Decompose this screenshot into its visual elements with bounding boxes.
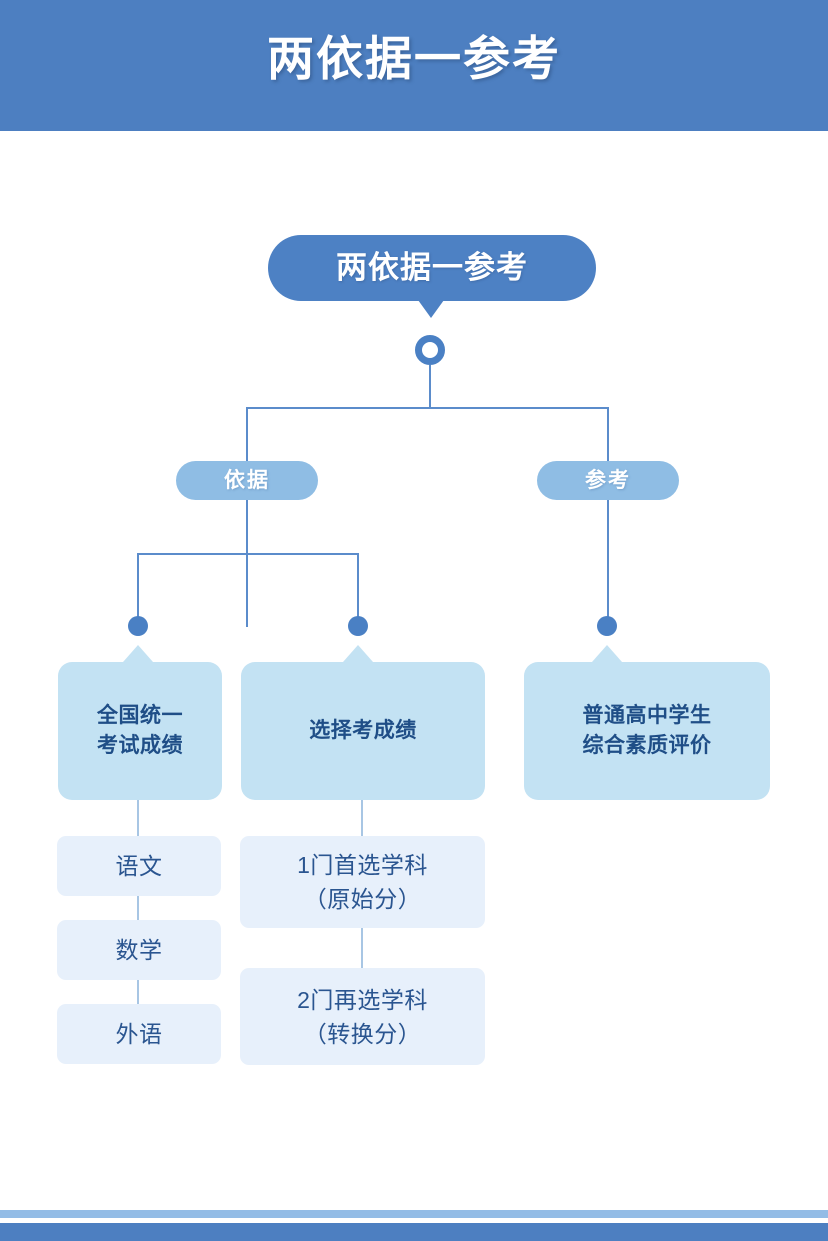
branch-node-basis-label: 依据 (224, 469, 270, 492)
connector-root-stem (429, 365, 431, 409)
card-elective-exam-label: 选择考成绩 (309, 719, 417, 742)
root-node[interactable]: 两依据一参考 (268, 235, 596, 301)
connector-level2-bar (137, 553, 359, 555)
card1-notch-icon (123, 645, 153, 662)
connector-dot-card1-icon (128, 616, 148, 636)
card-quality-evaluation[interactable]: 普通高中学生 综合素质评价 (524, 662, 770, 800)
sub-item-foreign-language[interactable]: 外语 (57, 1004, 221, 1064)
card-national-exam-label: 全国统一 考试成绩 (97, 704, 183, 757)
sub-item-secondary-subject-label: 2门再选学科 （转换分） (297, 986, 428, 1047)
card-national-exam[interactable]: 全国统一 考试成绩 (58, 662, 222, 800)
footer-bar-light (0, 1210, 828, 1218)
connector-dot-card3-icon (597, 616, 617, 636)
branch-node-reference[interactable]: 参考 (537, 461, 679, 500)
sub-item-math[interactable]: 数学 (57, 920, 221, 980)
sub-item-chinese-label: 语文 (115, 853, 163, 879)
root-node-label: 两依据一参考 (336, 250, 528, 285)
connector-level2-right (357, 553, 359, 633)
root-node-tail-icon (418, 300, 444, 318)
connector-sub-left-1 (137, 800, 139, 838)
connector-level1-right (607, 407, 609, 627)
card-quality-evaluation-label: 普通高中学生 综合素质评价 (582, 704, 712, 757)
branch-node-reference-label: 参考 (585, 469, 631, 492)
branch-node-basis[interactable]: 依据 (176, 461, 318, 500)
sub-item-secondary-subject[interactable]: 2门再选学科 （转换分） (240, 968, 485, 1065)
sub-item-primary-subject[interactable]: 1门首选学科 （原始分） (240, 836, 485, 928)
header-band (0, 0, 828, 131)
connector-level1-left (246, 407, 248, 627)
sub-item-foreign-language-label: 外语 (115, 1021, 163, 1047)
connector-level2-left (137, 553, 139, 633)
sub-item-chinese[interactable]: 语文 (57, 836, 221, 896)
connector-dot-card2-icon (348, 616, 368, 636)
connector-level1-bar (246, 407, 609, 409)
connector-sub-right-1 (361, 800, 363, 838)
card2-notch-icon (343, 645, 373, 662)
sub-item-math-label: 数学 (115, 937, 163, 963)
root-ring-connector-icon (415, 335, 445, 365)
connector-sub-left-3 (137, 980, 139, 1004)
card-elective-exam[interactable]: 选择考成绩 (241, 662, 485, 800)
card3-notch-icon (592, 645, 622, 662)
footer-bar-dark (0, 1223, 828, 1241)
sub-item-primary-subject-label: 1门首选学科 （原始分） (297, 852, 428, 912)
connector-sub-right-2 (361, 928, 363, 968)
page-title: 两依据一参考 (267, 32, 561, 87)
connector-sub-left-2 (137, 896, 139, 920)
